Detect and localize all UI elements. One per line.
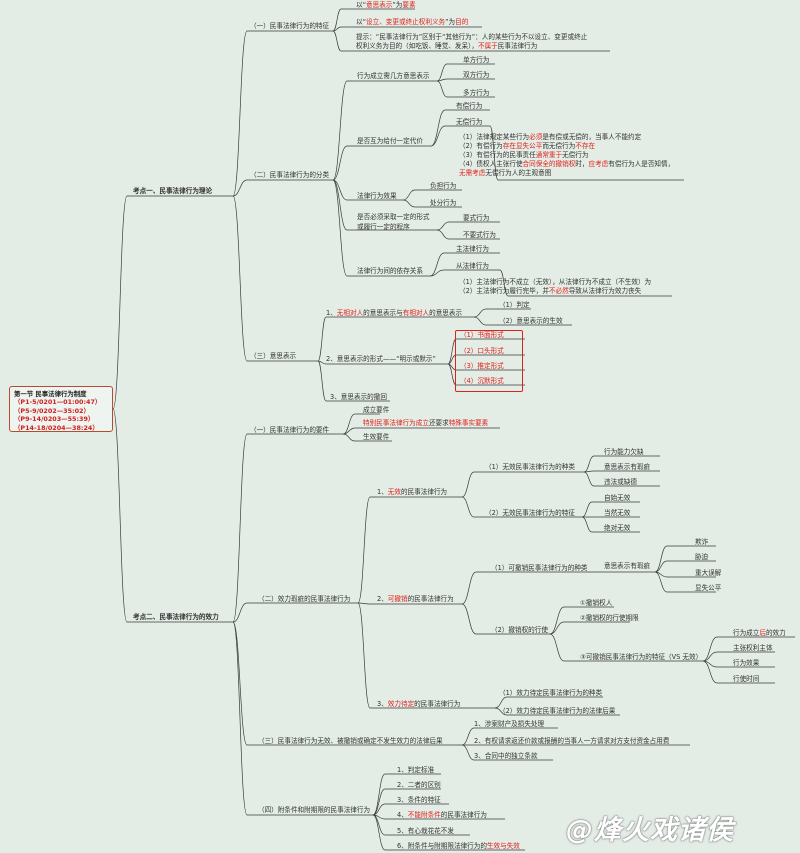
s2-a-k2-item: 当然无效 bbox=[604, 509, 631, 517]
kp2-s4-item: 2、二者的区别 bbox=[397, 781, 441, 789]
kp2-s3-item: 3、合同中的独立条款 bbox=[474, 752, 538, 760]
s2-c-item: （2）效力待定民事法律行为的法律后果 bbox=[499, 707, 616, 715]
s2-b-k1-item: 重大误解 bbox=[695, 569, 722, 577]
s3-b-item: （4）沉默形式 bbox=[460, 377, 504, 385]
kp2-s3-item: 2、有权请求返还价款或报酬的当事人一方请求对方支付资金占用费 bbox=[474, 737, 670, 745]
kp2-label[interactable]: 考点二、民事法律行为的效力 bbox=[133, 613, 219, 621]
kp2-s1-item: 成立要件 bbox=[363, 406, 390, 414]
s2-c-item: （1）效力待定民事法律行为的种类 bbox=[499, 689, 603, 697]
s3-b-item: （3）推定形式 bbox=[460, 362, 504, 370]
c1-item: 多方行为 bbox=[463, 89, 490, 97]
s3-a-label[interactable]: 1、无相对人的意思表示与有相对人的意思表示 bbox=[326, 309, 463, 317]
kp2-s1-special: 特别民事法律行为成立还要求特殊事实要素 bbox=[363, 419, 489, 427]
c2-note-2: （2）有偿行为存在显失公平而无偿行为不存在 bbox=[459, 142, 596, 150]
c2-note-1: （1）法律规定某些行为必须是有偿或无偿的，当事人不能约定 bbox=[459, 133, 642, 141]
kp2-s4-item-4: 4、不能附条件的民事法律行为 bbox=[397, 811, 487, 819]
kp2-s1-label[interactable]: （一）民事法律行为的要件 bbox=[250, 426, 330, 434]
s2-a-k1-label[interactable]: （1）无效民事法律行为的种类 bbox=[485, 463, 575, 471]
s2-a-label[interactable]: 1、无效的民事法律行为 bbox=[377, 488, 448, 496]
kp1-s2-label[interactable]: （二）民事法律行为的分类 bbox=[250, 171, 330, 179]
kp1-s1-tip-line2: 权利义务为目的（如吃饭、睡觉、发呆），不属于民事法律行为 bbox=[356, 42, 538, 50]
s2-b-k1-mid: 意思表示有瑕疵 bbox=[604, 562, 651, 570]
form-types-highlight-box bbox=[455, 330, 523, 392]
c4-label-2[interactable]: 或履行一定的程序 bbox=[357, 223, 410, 231]
s2-b-feat: 行为效果 bbox=[733, 659, 760, 667]
c3-item: 负担行为 bbox=[430, 182, 457, 190]
s2-a-k2-item: 绝对无效 bbox=[604, 524, 631, 532]
c5-note-2: （2）主法律行为履行完毕，并不必然导致从法律行为效力丧失 bbox=[459, 287, 642, 295]
s2-b-k1-item: 显失公平 bbox=[695, 584, 722, 592]
c2-item: 有偿行为 bbox=[456, 102, 483, 110]
c4-label-1[interactable]: 是否必须采取一定的形式 bbox=[357, 213, 430, 221]
c3-item: 处分行为 bbox=[430, 199, 457, 207]
s2-a-k1-item: 行为能力欠缺 bbox=[604, 448, 644, 456]
s3-a-item: （1）判定 bbox=[499, 301, 530, 309]
s3-c-label[interactable]: 3、意思表示的撤回 bbox=[330, 393, 387, 401]
kp2-s3-label[interactable]: （三）民事法律行为无效、被撤销或确定不发生效力的法律后果 bbox=[258, 737, 443, 745]
c2-item: 无偿行为 bbox=[456, 118, 483, 126]
kp2-s2-label[interactable]: （二）效力瑕疵的民事法律行为 bbox=[258, 595, 351, 603]
kp1-s3-label[interactable]: （三）意思表示 bbox=[250, 352, 297, 360]
s2-b-k2-item: ①撤销权人 bbox=[580, 599, 613, 607]
c4-item: 不要式行为 bbox=[463, 231, 496, 239]
kp2-s4-item-5: 5、有心栽花花不发 bbox=[397, 827, 454, 835]
s3-b-item: （2）口头形式 bbox=[460, 347, 504, 355]
kp2-s4-item: 3、条件的特征 bbox=[397, 796, 441, 804]
root-title: 第一节 民事法律行为制度 bbox=[14, 390, 87, 398]
c2-note-4: （4）债权人主张行使合同保全的撤销权时，应考虑有偿行为人是否知情， bbox=[459, 160, 675, 168]
c2-note-3: （3）有偿行为的民事责任通常重于无偿行为 bbox=[459, 151, 589, 159]
s2-a-k1-item: 违法或缺德 bbox=[604, 478, 637, 486]
s2-b-k2-item: ③可撤销民事法律行为的特征（VS 无效） bbox=[580, 653, 703, 661]
root-code-2: （P5-9/0202—35:02） bbox=[14, 406, 90, 415]
s2-c-label[interactable]: 3、效力待定的民事法律行为 bbox=[377, 700, 461, 708]
s3-a-item: （2）意思表示的生效 bbox=[499, 317, 563, 325]
kp2-s4-label[interactable]: （四）附条件和附期限的民事法律行为 bbox=[258, 806, 371, 814]
kp2-s4-item-6: 6、附条件与附期限法律行为的生效与失效 bbox=[397, 842, 520, 850]
kp2-s4-item: 1、判定标准 bbox=[397, 766, 435, 774]
s2-b-k1-label[interactable]: （1）可撤销民事法律行为的种类 bbox=[491, 564, 588, 572]
s2-a-k1-item: 意思表示有瑕疵 bbox=[604, 463, 651, 471]
kp1-s1-row2: 以“设立、变更或终止权利义务”为目的 bbox=[356, 18, 469, 26]
kp2-s1-item: 生效要件 bbox=[363, 433, 390, 441]
s2-b-feat: 行为成立后的效力 bbox=[733, 629, 786, 637]
s2-a-k2-item: 自始无效 bbox=[604, 494, 631, 502]
c1-item: 单方行为 bbox=[463, 56, 490, 64]
c1-item: 双方行为 bbox=[463, 71, 490, 79]
s2-b-feat: 行使时间 bbox=[733, 675, 760, 683]
c2-note-5: 无需考虑无偿行为人的主观意图 bbox=[459, 169, 552, 177]
s2-b-k1-item: 欺诈 bbox=[695, 538, 709, 546]
root-code-3: （P9-14/0203—55:39） bbox=[14, 415, 95, 424]
kp1-label[interactable]: 考点一、民事法律行为理论 bbox=[133, 187, 213, 195]
s2-b-label[interactable]: 2、可撤销的民事法律行为 bbox=[377, 595, 454, 603]
c2-label[interactable]: 是否互为给付一定代价 bbox=[357, 137, 423, 145]
root-code-1: （P1-5/0201—01:00:47） bbox=[14, 398, 102, 407]
kp2-s3-item: 1、涉案财产及损失处理 bbox=[474, 720, 545, 728]
s2-a-k2-label[interactable]: （2）无效民事法律行为的特征 bbox=[485, 509, 575, 517]
s3-b-label[interactable]: 2、意思表示的形式——“明示或默示” bbox=[326, 355, 436, 363]
s2-b-feat: 主张权利主体 bbox=[733, 644, 773, 652]
kp1-s1-tip-line1: 提示：“民事法律行为”区别于“其他行为”：人的某些行为不以设立、变更或终止 bbox=[356, 33, 588, 41]
s2-b-k2-item: ②撤销权的行使期限 bbox=[580, 614, 639, 622]
root-node[interactable]: 第一节 民事法律行为制度 （P1-5/0201—01:00:47） （P5-9/… bbox=[9, 386, 113, 432]
s3-b-item: （1）书面形式 bbox=[460, 331, 504, 339]
c5-note-1: （1）主法律行为不成立（无效），从法律行为不成立（不生效）为 bbox=[459, 278, 652, 286]
s2-b-k1-item: 胁迫 bbox=[695, 553, 709, 561]
s2-b-k2-label[interactable]: （2）撤销权的行使 bbox=[491, 626, 548, 634]
c5-label[interactable]: 法律行为间的依存关系 bbox=[357, 267, 423, 275]
c4-item: 要式行为 bbox=[463, 214, 490, 222]
c5-item: 主法律行为 bbox=[456, 245, 489, 253]
root-code-4: （P14-18/0204—38:24） bbox=[14, 423, 99, 432]
c3-label[interactable]: 法律行为效果 bbox=[357, 192, 397, 200]
watermark: @烽火戏诸侯 bbox=[566, 815, 734, 846]
kp1-s1-row1: 以“意思表示”为要素 bbox=[356, 1, 416, 9]
kp1-s1-label[interactable]: （一）民事法律行为的特征 bbox=[250, 22, 330, 30]
c5-item: 从法律行为 bbox=[456, 262, 489, 270]
c1-label[interactable]: 行为成立需几方意思表示 bbox=[357, 72, 430, 80]
